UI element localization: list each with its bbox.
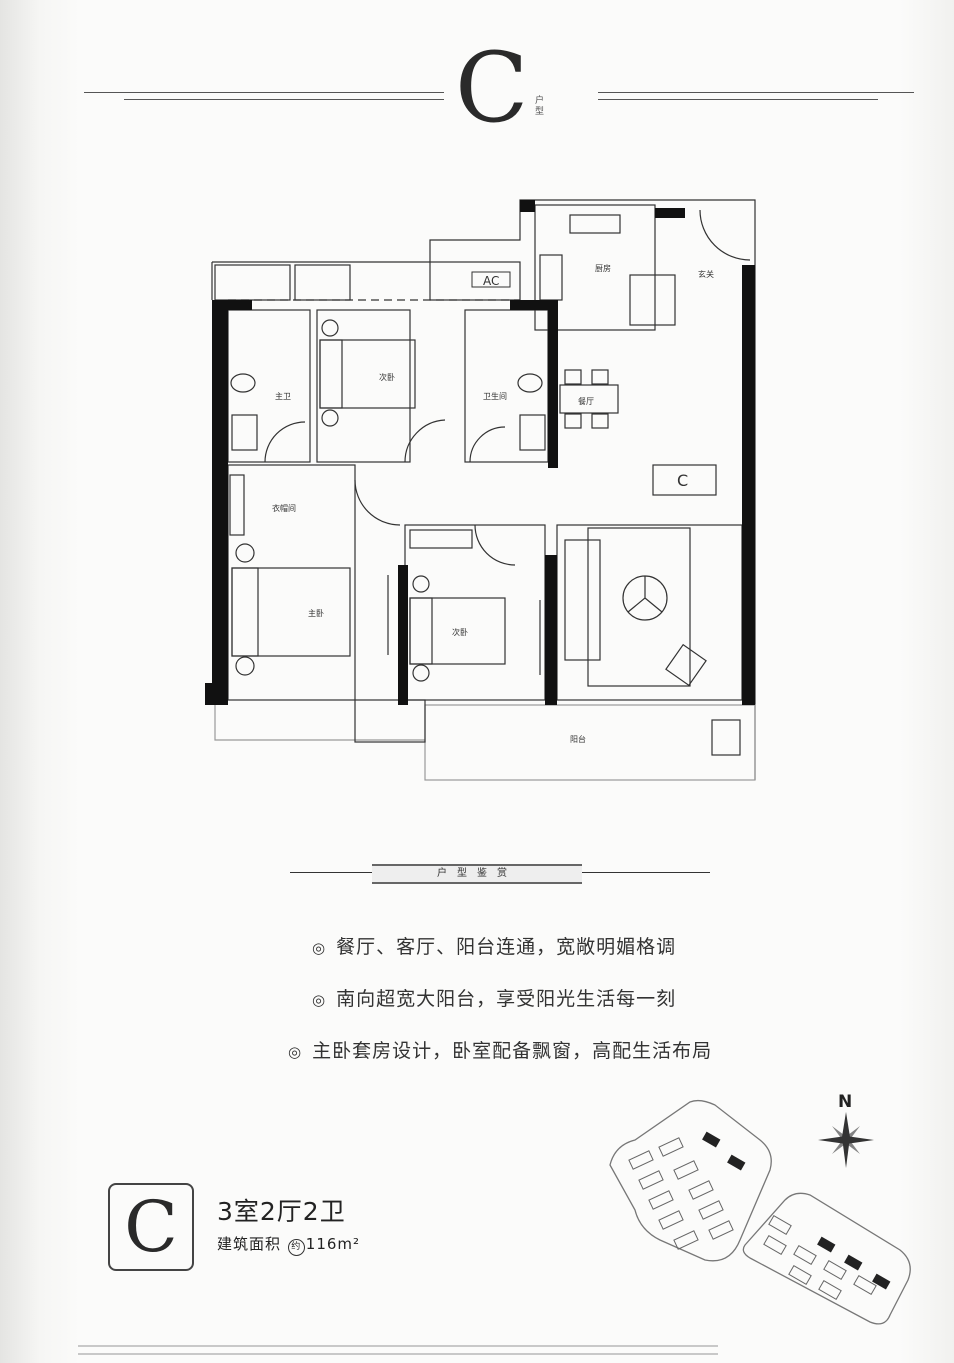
- ac-platform: [429, 261, 521, 301]
- bathroom-outline: [464, 309, 549, 463]
- floor-plan: 主卫 次卧 卫生间 厨房 玄关 餐厅 衣帽间 主卧 次卧 阳台 AC C: [205, 199, 756, 781]
- bullet-icon: ◎: [288, 1043, 303, 1061]
- unit-type-label: 户型: [535, 96, 545, 117]
- feature-item: ◎餐厅、客厅、阳台连通，宽敞明媚格调: [312, 936, 677, 958]
- room-label-master-bedroom: 主卧: [308, 608, 324, 618]
- header-rule-right-2: [598, 99, 878, 100]
- ac-label: AC: [483, 274, 499, 288]
- balcony-outline: [424, 704, 756, 781]
- bullet-icon: ◎: [312, 939, 327, 957]
- living-outline: [556, 524, 743, 701]
- feature-item: ◎南向超宽大阳台，享受阳光生活每一刻: [312, 988, 677, 1010]
- second-bedroom-top-outline: [316, 309, 411, 463]
- kitchen-outline: [534, 204, 656, 331]
- site-map: N: [609, 1092, 911, 1325]
- bullet-icon: ◎: [312, 991, 327, 1009]
- master-bedroom-outline: [227, 464, 356, 701]
- north-label: N: [838, 1092, 852, 1112]
- unit-layout: 3室2厅2卫: [217, 1197, 346, 1226]
- header-rule-left: [84, 92, 444, 93]
- unit-letter-badge: C: [108, 1183, 194, 1271]
- master-bath-outline: [227, 309, 311, 463]
- compass-icon: [818, 1112, 874, 1168]
- room-label-kitchen: 厨房: [595, 263, 611, 273]
- room-label-second-bedroom-bottom: 次卧: [452, 627, 468, 637]
- room-label-master-bath: 主卫: [275, 391, 291, 401]
- room-label-entrance: 玄关: [698, 269, 714, 279]
- site-block-east: [742, 1192, 911, 1325]
- site-block-west: [609, 1099, 772, 1262]
- feature-item: ◎主卧套房设计，卧室配备飘窗，高配生活布局: [288, 1040, 713, 1062]
- room-label-cloakroom: 衣帽间: [272, 503, 296, 513]
- room-label-second-bedroom-top: 次卧: [379, 372, 395, 382]
- disclaimer-fine-print: [78, 1345, 718, 1361]
- unit-tag-box: [652, 464, 717, 496]
- divider-line-left: [290, 872, 380, 873]
- room-label-dining: 餐厅: [578, 397, 594, 406]
- unit-tag: C: [677, 471, 688, 490]
- room-label-balcony: 阳台: [570, 734, 586, 744]
- section-title: 户型鉴赏: [372, 864, 582, 884]
- divider-line-right: [575, 872, 710, 873]
- room-label-bathroom: 卫生间: [483, 391, 507, 401]
- header-rule-left-2: [124, 99, 444, 100]
- second-bedroom-bottom-outline: [404, 524, 546, 701]
- unit-type-letter: C: [455, 32, 529, 144]
- header-rule-right: [598, 92, 914, 93]
